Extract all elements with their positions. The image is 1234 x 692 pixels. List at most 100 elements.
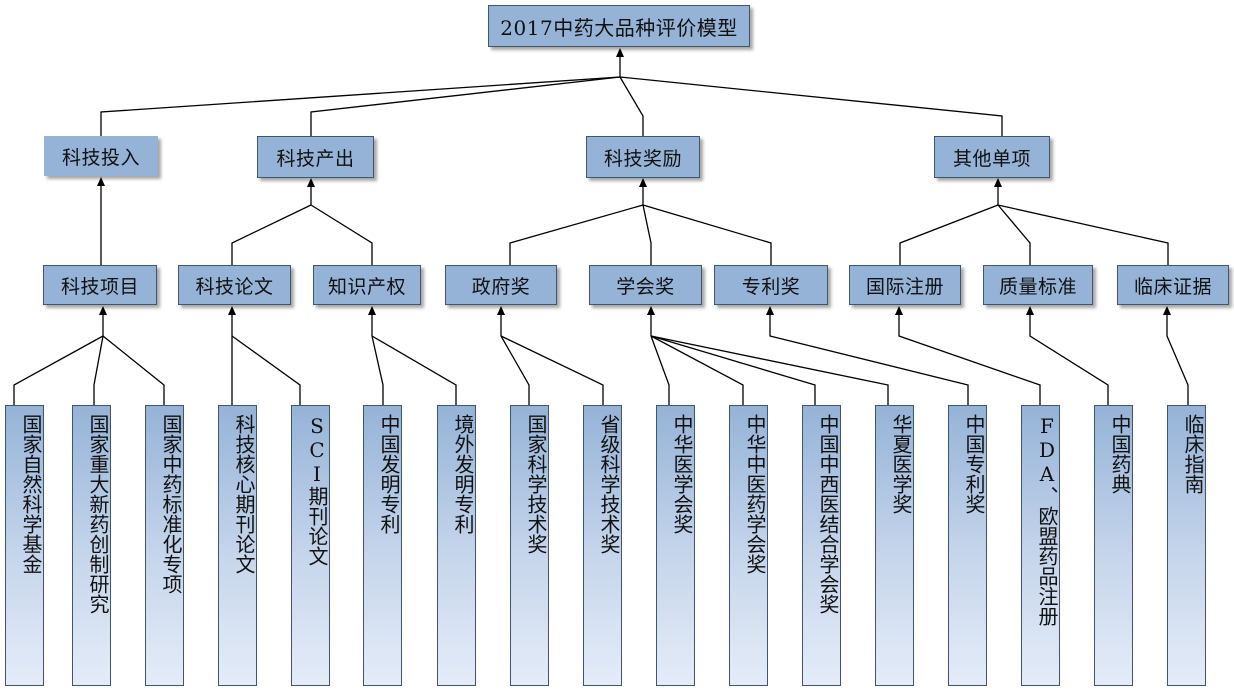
leaf-node: 国家重大新药创制研究 bbox=[72, 405, 111, 686]
connector-line bbox=[769, 315, 969, 405]
arrowhead bbox=[766, 306, 774, 315]
level2-label: 科技项目 bbox=[60, 275, 139, 298]
arrowhead bbox=[639, 178, 647, 187]
level1-node-award: 科技奖励 bbox=[586, 136, 700, 178]
connector-line bbox=[650, 335, 670, 405]
leaf-label: 科技核心期刊论文 bbox=[232, 414, 256, 574]
connector-line bbox=[231, 335, 301, 405]
connector-line bbox=[650, 335, 889, 405]
leaf-label: FDA、欧盟药品注册 bbox=[1035, 414, 1059, 626]
level1-node-output: 科技产出 bbox=[257, 136, 374, 178]
level2-label: 科技论文 bbox=[195, 275, 274, 298]
leaf-node: 临床指南 bbox=[1167, 405, 1206, 686]
connector-line bbox=[93, 335, 104, 405]
leaf-label: 中华中医药学会奖 bbox=[743, 414, 767, 574]
leaf-node: 中国专利奖 bbox=[948, 405, 987, 686]
level2-node-intl-registration: 国际注册 bbox=[849, 265, 961, 305]
leaf-label: 中国药典 bbox=[1108, 414, 1132, 494]
connector-line bbox=[619, 76, 644, 136]
leaf-node: 国家科学技术奖 bbox=[510, 405, 549, 686]
leaf-node: 科技核心期刊论文 bbox=[218, 405, 257, 686]
leaf-label: 中华医学会奖 bbox=[670, 414, 694, 534]
connector-line bbox=[898, 315, 1041, 405]
arrowhead bbox=[368, 306, 376, 315]
leaf-node: 中华中医药学会奖 bbox=[729, 405, 768, 686]
level1-node-investment: 科技投入 bbox=[44, 136, 158, 176]
connector-line bbox=[13, 335, 104, 405]
leaf-node: 境外发明专利 bbox=[437, 405, 476, 686]
connector-line bbox=[500, 335, 604, 405]
level1-node-other: 其他单项 bbox=[934, 136, 1050, 178]
level1-label: 科技投入 bbox=[61, 146, 140, 169]
level1-label: 科技奖励 bbox=[603, 147, 682, 170]
connector-line bbox=[310, 204, 373, 265]
arrowhead bbox=[994, 178, 1002, 187]
level2-label: 国际注册 bbox=[865, 275, 944, 298]
level2-node-paper: 科技论文 bbox=[178, 265, 291, 305]
connector-line bbox=[1029, 315, 1109, 405]
connector-line bbox=[642, 204, 772, 265]
level2-node-clinical-evidence: 临床证据 bbox=[1117, 265, 1229, 305]
connector-line bbox=[997, 204, 1169, 265]
leaf-label: 国家重大新药创制研究 bbox=[86, 414, 110, 614]
arrowhead bbox=[99, 306, 107, 315]
leaf-node: 省级科学技术奖 bbox=[583, 405, 622, 686]
leaf-node: 中国发明专利 bbox=[363, 405, 402, 686]
leaf-label: 省级科学技术奖 bbox=[597, 414, 621, 554]
arrowhead bbox=[228, 306, 236, 315]
leaf-node: FDA、欧盟药品注册 bbox=[1021, 405, 1060, 686]
level2-label: 知识产权 bbox=[327, 275, 406, 298]
level2-node-patent-award: 专利奖 bbox=[714, 265, 828, 305]
leaf-label: 中国专利奖 bbox=[962, 414, 986, 514]
connector-line bbox=[1166, 315, 1189, 405]
leaf-label: 临床指南 bbox=[1181, 414, 1205, 494]
level2-node-ip: 知识产权 bbox=[313, 265, 421, 305]
connector-line bbox=[650, 335, 744, 405]
leaf-label: 国家中药标准化专项 bbox=[159, 414, 183, 594]
connector-line bbox=[509, 204, 644, 265]
leaf-label: 国家科学技术奖 bbox=[524, 414, 548, 554]
leaf-node: SCI期刊论文 bbox=[291, 405, 330, 686]
leaf-node: 华夏医学奖 bbox=[875, 405, 914, 686]
leaf-node: 中华医学会奖 bbox=[656, 405, 695, 686]
arrowhead bbox=[895, 306, 903, 315]
leaf-node: 中国药典 bbox=[1094, 405, 1133, 686]
connector-line bbox=[371, 335, 457, 405]
level2-label: 临床证据 bbox=[1133, 275, 1212, 298]
arrowhead bbox=[616, 48, 624, 57]
arrowhead bbox=[97, 177, 105, 186]
root-node: 2017中药大品种评价模型 bbox=[488, 5, 750, 47]
level1-label: 其他单项 bbox=[952, 147, 1031, 170]
arrowhead bbox=[497, 306, 505, 315]
level2-label: 质量标准 bbox=[998, 275, 1077, 298]
arrowhead bbox=[647, 306, 655, 315]
leaf-node: 国家自然科学基金 bbox=[5, 405, 44, 686]
root-label: 2017中药大品种评价模型 bbox=[500, 15, 738, 40]
connector-line bbox=[642, 204, 652, 265]
connector-line bbox=[997, 204, 1031, 265]
connector-line bbox=[371, 335, 384, 405]
connector-line bbox=[102, 335, 165, 405]
connector-line bbox=[650, 335, 816, 405]
leaf-label: SCI期刊论文 bbox=[305, 414, 329, 566]
leaf-label: 中国发明专利 bbox=[377, 414, 401, 534]
leaf-label: 华夏医学奖 bbox=[889, 414, 913, 514]
leaf-node: 国家中药标准化专项 bbox=[145, 405, 184, 686]
connector-line bbox=[100, 76, 621, 136]
connector-line bbox=[310, 76, 621, 136]
level2-node-society-award: 学会奖 bbox=[589, 265, 702, 305]
arrowhead bbox=[1026, 306, 1034, 315]
level2-label: 政府奖 bbox=[471, 275, 531, 298]
connector-line bbox=[899, 204, 999, 265]
connector-line bbox=[500, 335, 530, 405]
connector-line bbox=[619, 76, 1003, 136]
leaf-label: 中国中西医结合学会奖 bbox=[816, 414, 840, 614]
level2-node-gov-award: 政府奖 bbox=[445, 265, 557, 305]
level2-node-quality-standard: 质量标准 bbox=[983, 265, 1093, 305]
level1-label: 科技产出 bbox=[276, 147, 355, 170]
leaf-node: 中国中西医结合学会奖 bbox=[802, 405, 841, 686]
connector-line bbox=[231, 204, 312, 265]
level2-node-project: 科技项目 bbox=[43, 265, 157, 305]
arrowhead bbox=[1163, 306, 1171, 315]
